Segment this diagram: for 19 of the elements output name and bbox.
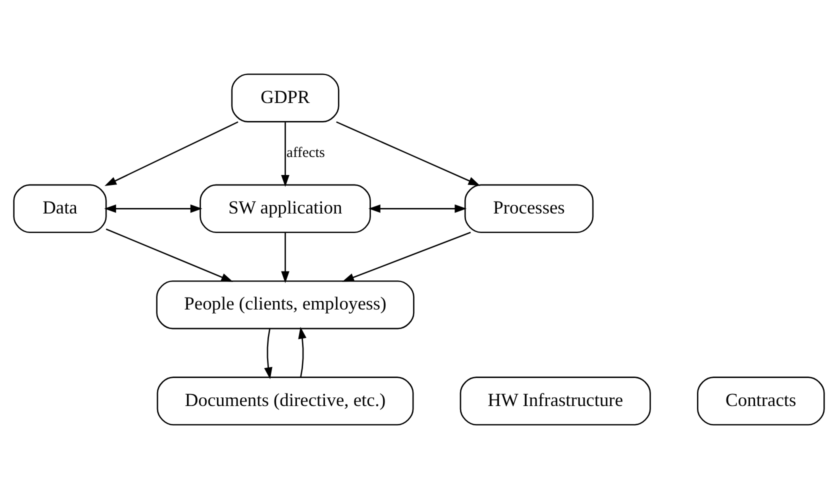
arrow	[104, 120, 238, 186]
edge-label: affects	[286, 144, 325, 161]
arrow	[368, 204, 467, 212]
arrow	[336, 120, 480, 186]
arrow	[264, 328, 272, 379]
node-box: GDPR	[231, 73, 340, 122]
node-box: Processes	[464, 184, 594, 233]
node-box: Data	[13, 184, 107, 233]
arrow	[342, 231, 471, 282]
arrow	[281, 122, 290, 186]
node-box: Contracts	[697, 376, 825, 425]
node-box: SW application	[200, 184, 371, 233]
arrow	[281, 232, 290, 283]
node-box: People (clients, employess)	[156, 280, 414, 329]
node-box: Documents (directive, etc.)	[156, 376, 414, 425]
arrow	[298, 326, 306, 377]
arrow	[106, 228, 234, 282]
node-box: HW Infrastructure	[460, 376, 651, 425]
arrow	[104, 204, 202, 212]
